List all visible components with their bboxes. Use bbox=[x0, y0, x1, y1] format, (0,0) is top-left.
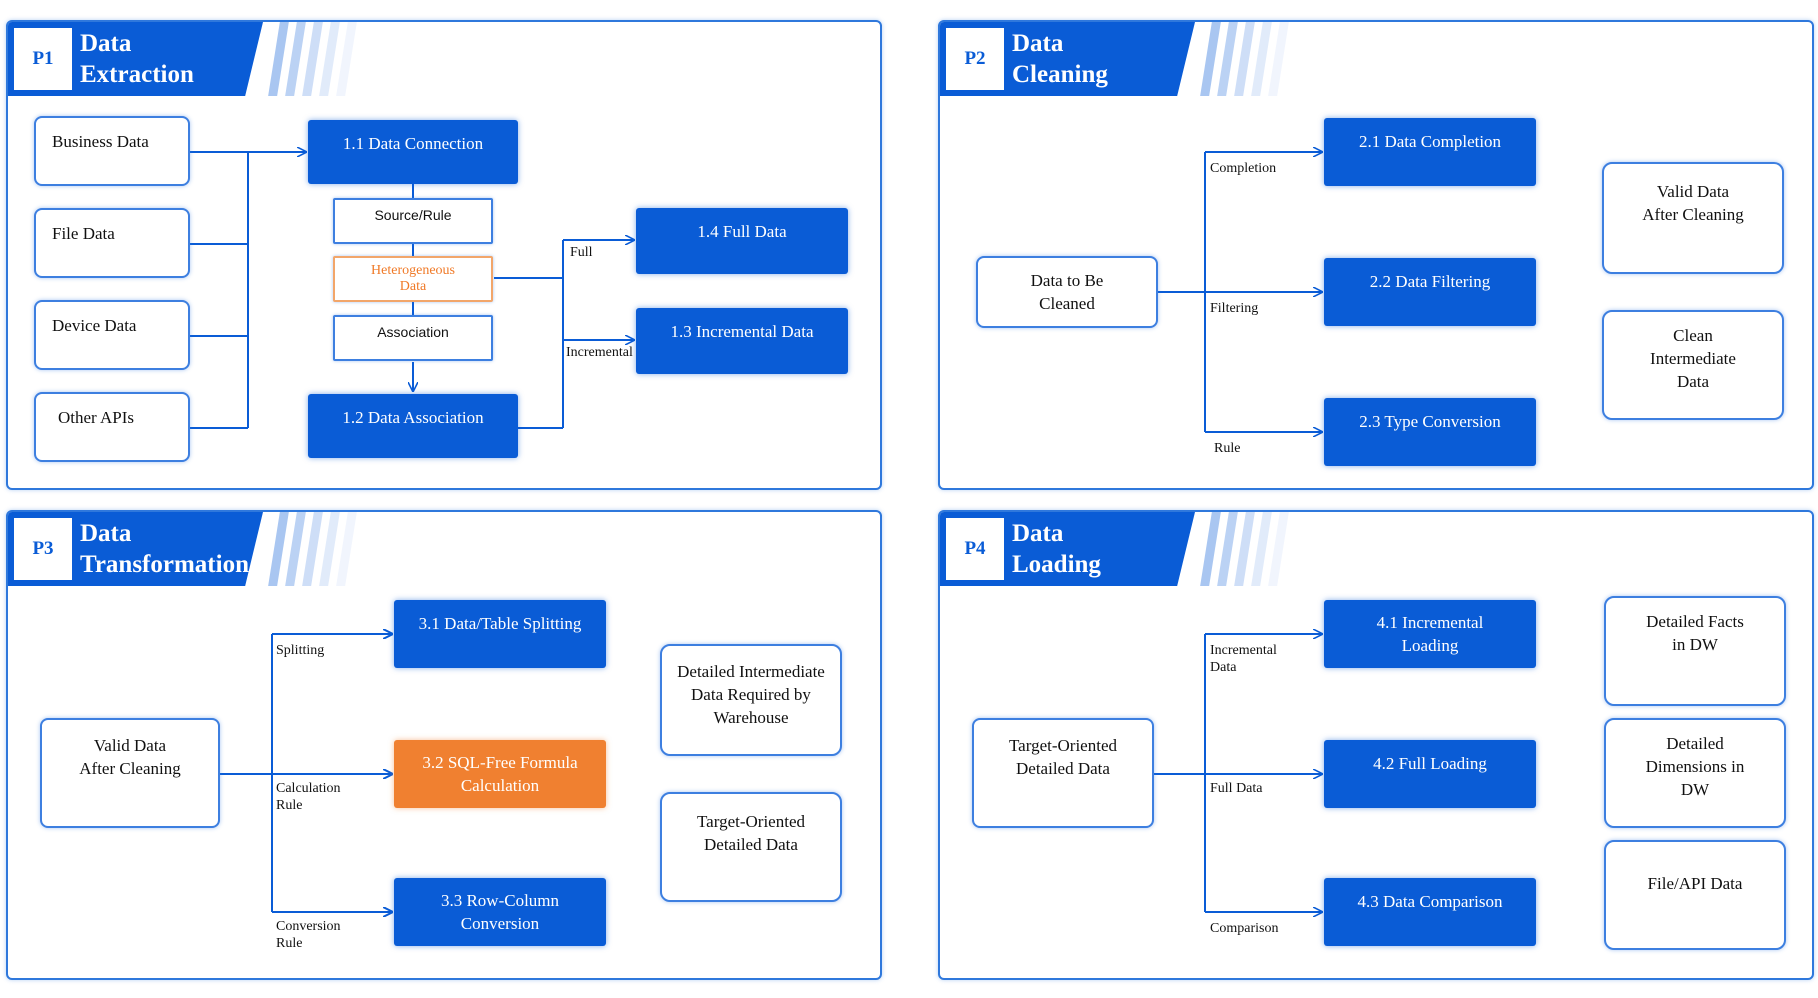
input-target-oriented-detailed-data: Target-Oriented Detailed Data bbox=[972, 718, 1154, 828]
step-4-3-data-comparison: 4.3 Data Comparison bbox=[1324, 878, 1536, 946]
output-detailed-dimensions-in-dw: Detailed Dimensions in DW bbox=[1604, 718, 1786, 828]
panel-title: Data Transformation bbox=[80, 520, 249, 578]
output-target-oriented-detailed-data: Target-Oriented Detailed Data bbox=[660, 792, 842, 902]
panel-header: P1 Data Extraction bbox=[8, 22, 408, 96]
step-1-2-data-association: 1.2 Data Association bbox=[308, 394, 518, 458]
source-other-apis: Other APIs bbox=[34, 392, 190, 462]
edge-label-comparison: Comparison bbox=[1210, 921, 1279, 936]
output-valid-data-after-cleaning: Valid Data After Cleaning bbox=[1602, 162, 1784, 274]
panel-header: P3 Data Transformation bbox=[8, 512, 408, 586]
edge-label-calculation-rule: Calculation Rule bbox=[276, 781, 341, 813]
source-business-data: Business Data bbox=[34, 116, 190, 186]
step-3-2-sql-free-formula-calculation: 3.2 SQL-Free Formula Calculation bbox=[394, 740, 606, 808]
edge-label-full: Full bbox=[570, 245, 593, 260]
panel-data-loading: P4 Data Loading Target-Oriented Detailed… bbox=[938, 510, 1814, 980]
edge-label-full-data: Full Data bbox=[1210, 781, 1263, 796]
edge-label-rule: Rule bbox=[1214, 441, 1241, 456]
panel-title: Data Cleaning bbox=[1012, 30, 1108, 88]
phase-badge: P3 bbox=[14, 518, 72, 580]
panel-header: P2 Data Cleaning bbox=[940, 22, 1340, 96]
source-device-data: Device Data bbox=[34, 300, 190, 370]
step-2-2-data-filtering: 2.2 Data Filtering bbox=[1324, 258, 1536, 326]
panel-data-transformation: P3 Data Transformation Valid Data After … bbox=[6, 510, 882, 980]
step-4-1-incremental-loading: 4.1 Incremental Loading bbox=[1324, 600, 1536, 668]
edge-label-completion: Completion bbox=[1210, 161, 1277, 176]
output-detailed-facts-in-dw: Detailed Facts in DW bbox=[1604, 596, 1786, 706]
step-1-3-incremental-data: 1.3 Incremental Data bbox=[636, 308, 848, 374]
edge-label-incremental: Incremental bbox=[566, 345, 633, 360]
panel-data-extraction: P1 Data Extraction Business Data bbox=[6, 20, 882, 490]
step-2-3-type-conversion: 2.3 Type Conversion bbox=[1324, 398, 1536, 466]
panel-title: Data Extraction bbox=[80, 30, 194, 88]
input-data-to-be-cleaned: Data to Be Cleaned bbox=[976, 256, 1158, 328]
step-2-1-data-completion: 2.1 Data Completion bbox=[1324, 118, 1536, 186]
step-3-1-data-table-splitting: 3.1 Data/Table Splitting bbox=[394, 600, 606, 668]
panel-header: P4 Data Loading bbox=[940, 512, 1340, 586]
step-3-3-row-column-conversion: 3.3 Row-Column Conversion bbox=[394, 878, 606, 946]
output-detailed-intermediate-data: Detailed Intermediate Data Required by W… bbox=[660, 644, 842, 756]
phase-badge: P2 bbox=[946, 28, 1004, 90]
association-box: Association bbox=[333, 315, 493, 361]
input-valid-data-after-cleaning: Valid Data After Cleaning bbox=[40, 718, 220, 828]
step-1-4-full-data: 1.4 Full Data bbox=[636, 208, 848, 274]
source-rule-box: Source/Rule bbox=[333, 198, 493, 244]
edge-label-filtering: Filtering bbox=[1210, 301, 1259, 316]
edge-label-incremental-data: Incremental Data bbox=[1210, 643, 1277, 675]
step-4-2-full-loading: 4.2 Full Loading bbox=[1324, 740, 1536, 808]
source-file-data: File Data bbox=[34, 208, 190, 278]
heterogeneous-data-box: Heterogeneous Data bbox=[333, 256, 493, 302]
edge-label-splitting: Splitting bbox=[276, 643, 325, 658]
step-1-1-data-connection: 1.1 Data Connection bbox=[308, 120, 518, 184]
output-clean-intermediate-data: Clean Intermediate Data bbox=[1602, 310, 1784, 420]
panel-title: Data Loading bbox=[1012, 520, 1101, 578]
edge-label-conversion-rule: Conversion Rule bbox=[276, 919, 341, 951]
phase-badge: P4 bbox=[946, 518, 1004, 580]
phase-badge: P1 bbox=[14, 28, 72, 90]
output-file-api-data: File/API Data bbox=[1604, 840, 1786, 950]
panel-data-cleaning: P2 Data Cleaning Data to Be Cleaned 2.1 … bbox=[938, 20, 1814, 490]
